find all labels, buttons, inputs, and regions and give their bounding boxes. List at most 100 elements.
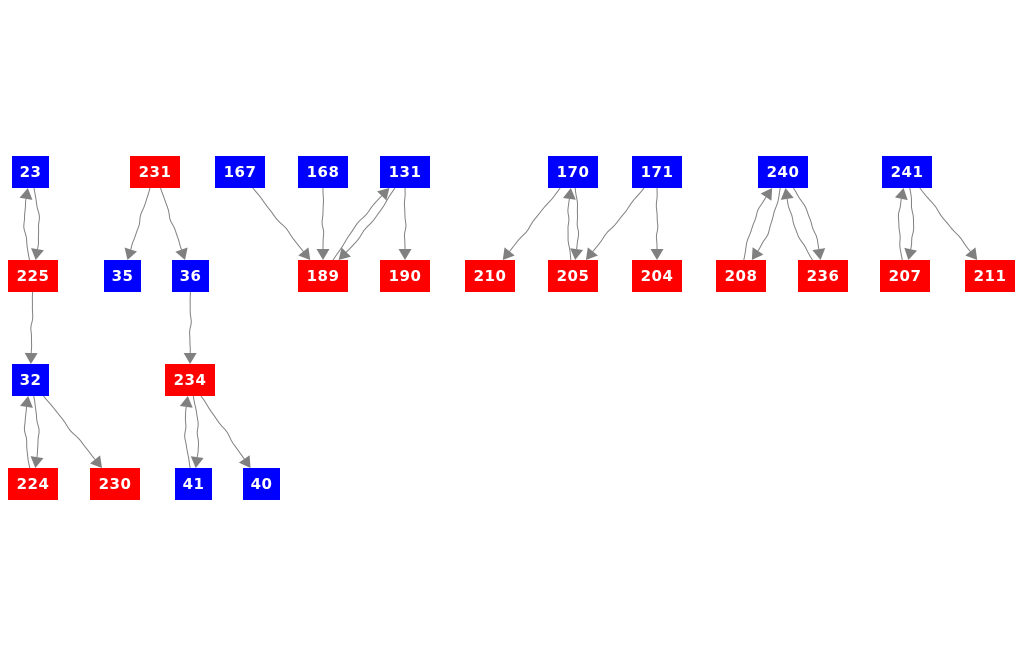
graph-node-label: 205 <box>556 266 590 285</box>
graph-node-label: 40 <box>250 474 273 493</box>
graph-node-241[interactable]: 241 <box>882 156 932 188</box>
graph-node-236[interactable]: 236 <box>798 260 848 292</box>
graph-edge-189-to-131 <box>332 195 383 261</box>
graph-node-32[interactable]: 32 <box>12 364 49 396</box>
graph-edge-207-to-241 <box>897 198 903 261</box>
graph-edge-234-to-41 <box>192 395 199 458</box>
graph-edge-225-to-32 <box>30 291 34 354</box>
graph-node-234[interactable]: 234 <box>165 364 215 396</box>
graph-edge-231-to-35 <box>130 187 151 250</box>
graph-node-225[interactable]: 225 <box>8 260 58 292</box>
graph-arrowhead-234-to-40 <box>238 455 251 468</box>
graph-node-210[interactable]: 210 <box>465 260 515 292</box>
graph-node-label: 131 <box>388 162 422 181</box>
graph-arrowhead-225-to-23 <box>19 188 33 200</box>
graph-edge-225-to-23 <box>23 198 31 261</box>
graph-node-label: 204 <box>640 266 674 285</box>
graph-arrowhead-171-to-205 <box>585 247 598 260</box>
graph-node-label: 207 <box>888 266 922 285</box>
graph-node-label: 241 <box>890 162 924 181</box>
graph-edge-171-to-204 <box>655 187 659 250</box>
graph-node-171[interactable]: 171 <box>632 156 682 188</box>
graph-edge-170-to-210 <box>509 187 561 252</box>
graph-arrowhead-224-to-32 <box>20 396 33 408</box>
graph-node-170[interactable]: 170 <box>548 156 598 188</box>
graph-edge-170-to-205 <box>574 187 580 250</box>
graph-edge-41-to-234 <box>184 406 191 469</box>
graph-node-167[interactable]: 167 <box>215 156 265 188</box>
graph-arrowhead-236-to-240 <box>780 188 794 200</box>
graph-node-label: 189 <box>306 266 340 285</box>
graph-node-207[interactable]: 207 <box>880 260 930 292</box>
graph-arrowhead-131-to-189 <box>338 247 351 260</box>
graph-node-240[interactable]: 240 <box>758 156 808 188</box>
graph-arrowhead-41-to-234 <box>179 396 193 408</box>
graph-node-204[interactable]: 204 <box>632 260 682 292</box>
graph-node-41[interactable]: 41 <box>175 468 212 500</box>
graph-edge-240-to-208 <box>757 187 781 252</box>
graph-edge-234-to-40 <box>200 395 245 460</box>
graph-node-231[interactable]: 231 <box>130 156 180 188</box>
graph-arrowhead-234-to-41 <box>190 456 204 468</box>
graph-node-label: 36 <box>179 266 202 285</box>
graph-arrowhead-231-to-36 <box>175 247 188 260</box>
graph-edge-241-to-211 <box>919 187 971 252</box>
graph-node-230[interactable]: 230 <box>90 468 140 500</box>
graph-node-label: 168 <box>306 162 340 181</box>
graph-arrowhead-208-to-240 <box>760 188 773 201</box>
graph-arrowhead-241-to-207 <box>904 247 918 260</box>
graph-edge-240-to-236 <box>793 187 820 250</box>
graph-node-label: 210 <box>473 266 507 285</box>
graph-node-label: 224 <box>16 474 50 493</box>
graph-node-label: 236 <box>806 266 840 285</box>
graph-edge-171-to-205 <box>592 187 645 252</box>
graph-node-label: 167 <box>223 162 257 181</box>
graph-edge-241-to-207 <box>909 187 915 250</box>
graph-node-190[interactable]: 190 <box>380 260 430 292</box>
graph-arrowhead-131-to-190 <box>398 249 412 260</box>
graph-arrowhead-168-to-189 <box>316 249 330 260</box>
graph-node-label: 170 <box>556 162 590 181</box>
graph-arrowhead-170-to-210 <box>502 247 515 260</box>
graph-node-label: 190 <box>388 266 422 285</box>
graph-node-208[interactable]: 208 <box>716 260 766 292</box>
graph-edge-224-to-32 <box>23 406 31 469</box>
graph-node-189[interactable]: 189 <box>298 260 348 292</box>
graph-edge-208-to-240 <box>743 196 767 261</box>
graph-node-label: 234 <box>173 370 207 389</box>
graph-arrowhead-32-to-230 <box>90 455 102 468</box>
graph-node-label: 35 <box>111 266 134 285</box>
graph-node-label: 208 <box>724 266 758 285</box>
graph-node-131[interactable]: 131 <box>380 156 430 188</box>
graph-node-label: 41 <box>182 474 205 493</box>
graph-node-205[interactable]: 205 <box>548 260 598 292</box>
graph-node-23[interactable]: 23 <box>12 156 49 188</box>
graph-edge-205-to-170 <box>567 198 572 261</box>
graph-arrowhead-231-to-35 <box>124 247 137 260</box>
graph-node-211[interactable]: 211 <box>965 260 1015 292</box>
graph-arrowhead-23-to-225 <box>31 248 44 260</box>
graph-arrowhead-36-to-234 <box>183 352 197 364</box>
graph-node-224[interactable]: 224 <box>8 468 58 500</box>
graph-node-168[interactable]: 168 <box>298 156 348 188</box>
graph-arrowhead-225-to-32 <box>24 352 38 364</box>
graph-arrowhead-32-to-224 <box>30 456 44 468</box>
graph-edge-36-to-234 <box>189 291 192 354</box>
graph-arrowhead-240-to-236 <box>812 248 826 260</box>
graph-edge-131-to-189 <box>345 187 396 253</box>
graph-node-35[interactable]: 35 <box>104 260 141 292</box>
graph-arrowhead-171-to-204 <box>650 249 664 260</box>
graph-node-40[interactable]: 40 <box>243 468 280 500</box>
graph-edge-168-to-189 <box>321 187 325 249</box>
graph-node-label: 171 <box>640 162 674 181</box>
graph-edge-32-to-224 <box>33 395 40 458</box>
graph-node-label: 32 <box>19 370 42 389</box>
graph-edge-131-to-190 <box>403 187 407 250</box>
graph-arrowhead-170-to-205 <box>570 248 584 260</box>
graph-node-label: 23 <box>19 162 42 181</box>
graph-node-36[interactable]: 36 <box>172 260 209 292</box>
graph-arrowhead-240-to-208 <box>751 247 764 260</box>
graph-arrowhead-241-to-211 <box>965 247 978 260</box>
